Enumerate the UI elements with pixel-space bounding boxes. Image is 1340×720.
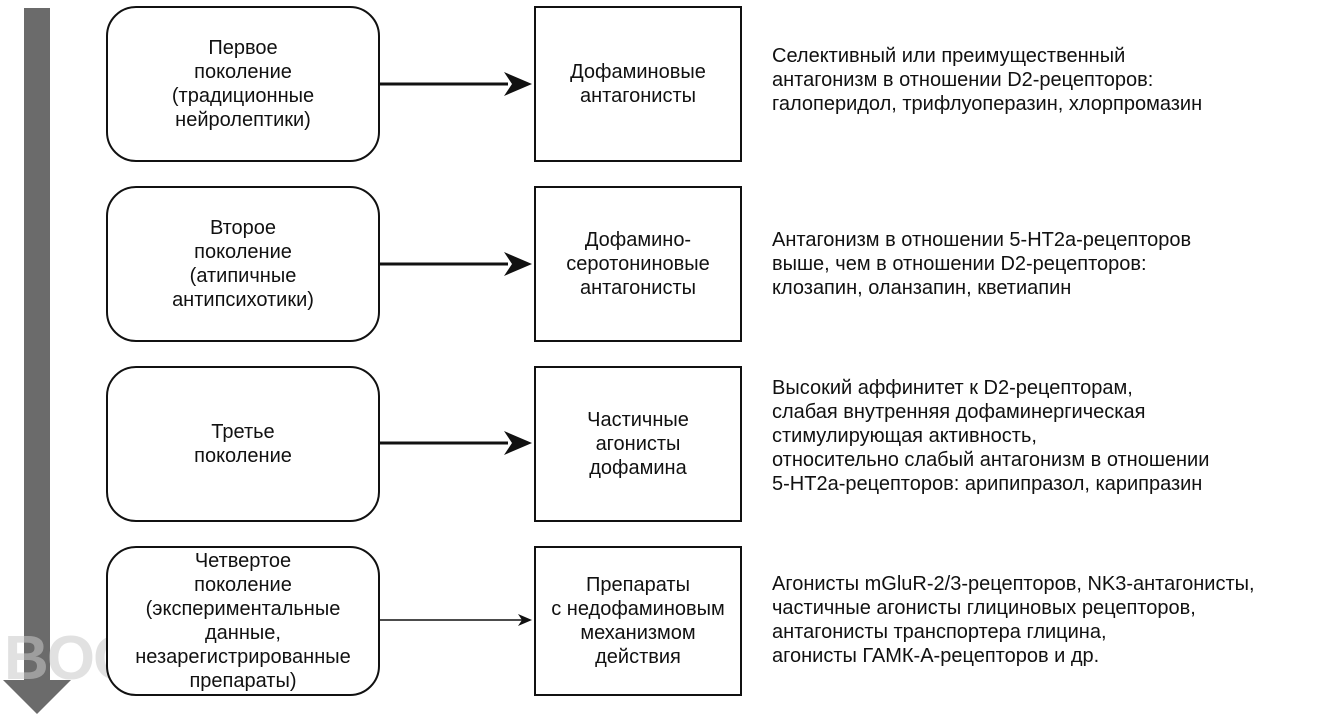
generation-box-2: Второе поколение (атипичные антипсихотик… bbox=[106, 186, 380, 342]
arrow-head-row-2 bbox=[504, 252, 532, 276]
description-4: Агонисты mGluR-2/3-рецепторов, NK3-антаг… bbox=[772, 573, 1255, 667]
timeline-arrow-shaft bbox=[24, 8, 50, 684]
mechanism-box-2: Дофамино- серотониновые антагонисты bbox=[534, 186, 742, 342]
description-3: Высокий аффинитет к D2-рецепторам, слаба… bbox=[772, 377, 1210, 495]
generation-box-1: Первое поколение (традиционные нейролепт… bbox=[106, 6, 380, 162]
arrow-head-row-1 bbox=[504, 72, 532, 96]
mechanism-box-4: Препараты с недофаминовым механизмом дей… bbox=[534, 546, 742, 696]
generation-box-3: Третье поколение bbox=[106, 366, 380, 522]
mechanism-box-3: Частичные агонисты дофамина bbox=[534, 366, 742, 522]
arrow-head-row-4 bbox=[518, 614, 532, 626]
generation-box-4: Четвертое поколение (экспериментальные д… bbox=[106, 546, 380, 696]
description-2: Антагонизм в отношении 5-HT2a-рецепторов… bbox=[772, 229, 1192, 299]
mechanism-box-1: Дофаминовые антагонисты bbox=[534, 6, 742, 162]
timeline-arrow-head bbox=[3, 680, 71, 714]
description-1: Селективный или преимущественный антагон… bbox=[772, 45, 1203, 115]
arrow-head-row-3 bbox=[504, 431, 532, 455]
